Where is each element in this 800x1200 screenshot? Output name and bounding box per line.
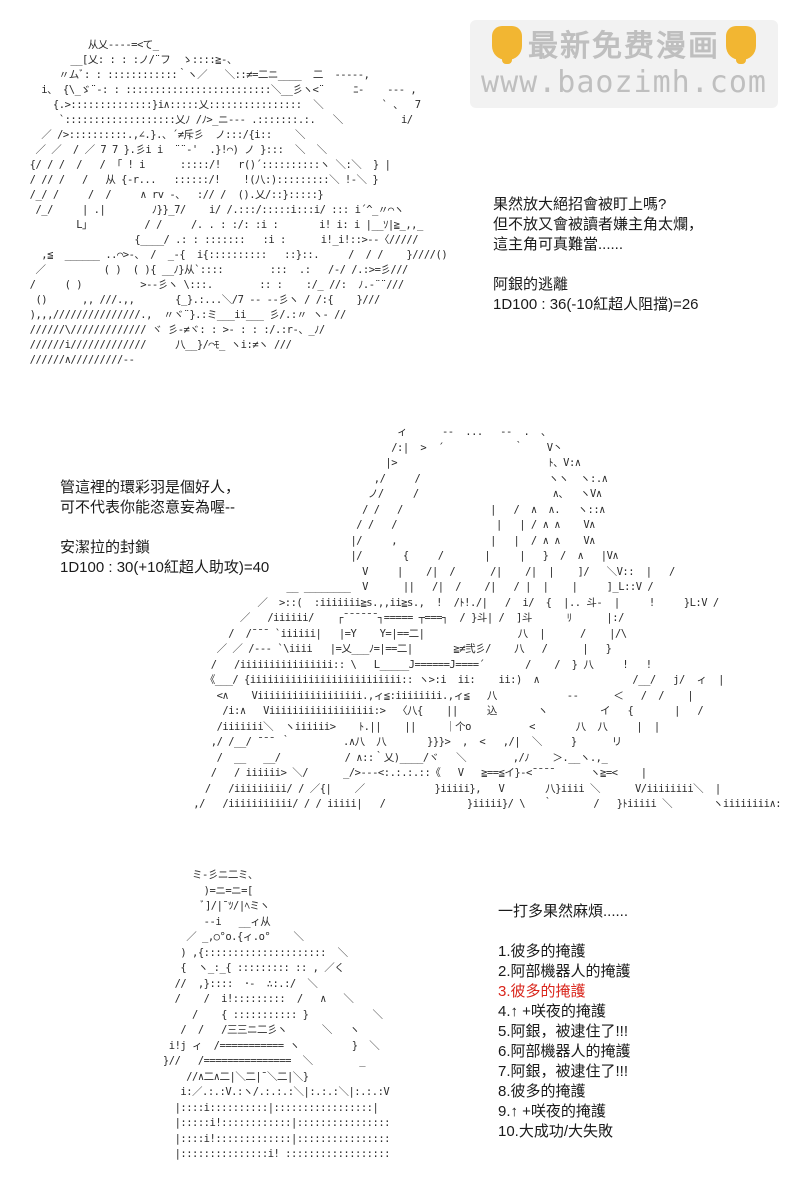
text-line: 2.阿部機器人的掩護 [498, 963, 631, 980]
text-line: 果然放大絕招會被盯上嗎? [493, 196, 667, 213]
text-line: 1D100 : 36(-10紅超人阻擋)=26 [493, 296, 699, 313]
text-line: 4.↑ +咲夜的掩護 [498, 1003, 606, 1020]
site-watermark: 最新免费漫画 www.baozimh.com [470, 20, 778, 108]
watermark-title: 最新免费漫画 [528, 29, 720, 64]
ascii-art-character-3: ミ-彡ニ二ミ、 )=ニ=ニ=[ ﾞ]/|¯ﾂ/|ﾍミヽ --i __ィ从 ／ _… [162, 869, 390, 1160]
text-line: 7.阿銀，被逮住了!!! [498, 1063, 629, 1080]
text-line: 阿銀的逃離 [493, 276, 569, 293]
text-line: 6.阿部機器人的掩護 [498, 1043, 631, 1060]
text-line [493, 255, 703, 275]
text-line: 安潔拉的封鎖 [60, 539, 151, 556]
text-line [498, 922, 631, 942]
dialogue-block-2: 管這裡的環彩羽是個好人， 可不代表你能恣意妄為喔-- 安潔拉的封鎖 1D100 : 3… [60, 478, 269, 578]
text-line: 管這裡的環彩羽是個好人， [60, 479, 241, 496]
text-line: 1D100 : 30(+10紅超人助攻)=40 [60, 559, 270, 576]
dialogue-block-1: 果然放大絕招會被盯上嗎? 但不放又會被讀者嫌主角太爛， 這主角可真難當...... 阿… [493, 195, 703, 315]
highlighted-text-line: 3.彼多的掩護 [498, 983, 586, 1000]
text-line: 8.彼多的掩護 [498, 1083, 586, 1100]
text-line: 1.彼多的掩護 [498, 943, 586, 960]
text-line: 5.阿銀，被逮住了!!! [498, 1023, 629, 1040]
pointing-hand-icon [726, 26, 756, 64]
watermark-title-row: 最新免费漫画 [470, 20, 778, 66]
text-line: 一打多果然麻煩...... [498, 903, 629, 920]
pointing-hand-icon [492, 26, 522, 64]
text-line: 10.大成功/大失敗 [498, 1123, 614, 1140]
ascii-art-character-2: ィ -- ... -- . 、 /:| > ´ ｀ V丶 |> ﾄ、V:∧ , [193, 426, 782, 810]
text-line: 這主角可真難當...... [493, 236, 624, 253]
ascii-art-character-1: 从乂----=<て_ __[乂: : : :ノ/¨フ ゝ::::≧-、 〃ムﾞ:… [29, 39, 448, 366]
text-line: 但不放又會被讀者嫌主角太爛， [493, 216, 704, 233]
dice-table-list: 一打多果然麻煩...... 1.彼多的掩護 2.阿部機器人的掩護 3.彼多的掩護 4.↑… [498, 902, 631, 1142]
text-line [60, 518, 269, 538]
text-line: 9.↑ +咲夜的掩護 [498, 1103, 606, 1120]
watermark-url: www.baozimh.com [481, 65, 767, 100]
text-line: 可不代表你能恣意妄為喔-- [60, 499, 235, 516]
